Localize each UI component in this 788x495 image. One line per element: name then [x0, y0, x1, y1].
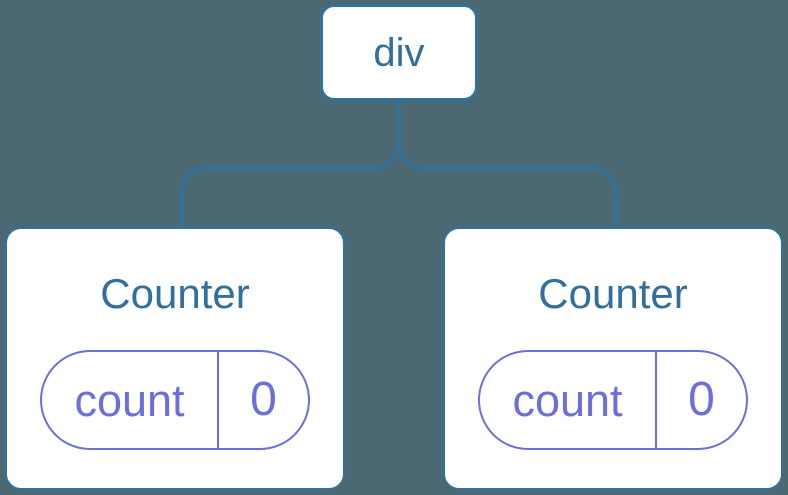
- root-node-label: div: [373, 30, 425, 75]
- state-value: 0: [250, 373, 277, 426]
- tree-connector-right-branch: [397, 138, 618, 231]
- root-node: div: [320, 4, 478, 101]
- state-key: count: [42, 352, 219, 448]
- state-pill: count 0: [40, 350, 310, 450]
- counter-card-right: Counter count 0: [443, 227, 783, 490]
- state-value: 0: [688, 373, 715, 426]
- state-pill: count 0: [478, 350, 748, 450]
- state-key: count: [480, 352, 657, 448]
- counter-card-left: Counter count 0: [5, 227, 345, 490]
- counter-title: Counter: [100, 270, 250, 317]
- tree-connector-left-branch: [180, 138, 401, 231]
- counter-title: Counter: [538, 270, 688, 317]
